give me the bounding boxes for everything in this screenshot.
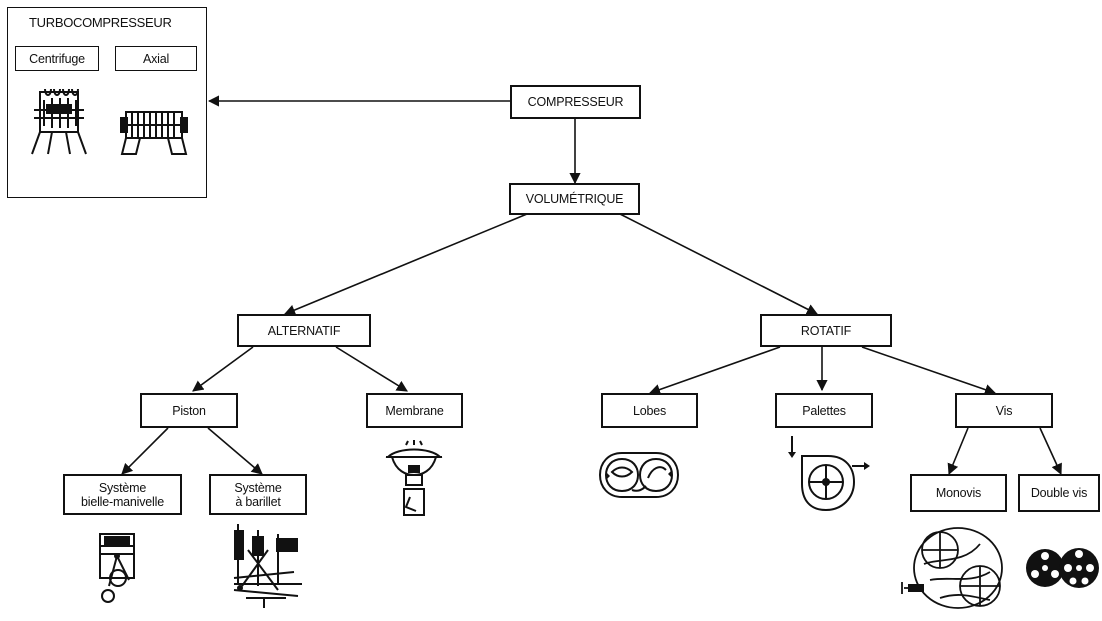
volumetrique-box: VOLUMÉTRIQUE	[509, 183, 640, 215]
axial-compressor-icon	[120, 111, 188, 155]
membrane-box: Membrane	[366, 393, 463, 428]
palettes-box: Palettes	[775, 393, 873, 428]
barillet-label-line1: Système	[234, 480, 282, 495]
turbocompresseur-panel	[7, 7, 207, 198]
alternatif-box: ALTERNATIF	[237, 314, 371, 347]
edge-vis-doublevis	[1039, 427, 1062, 476]
rotatif-box: ROTATIF	[760, 314, 892, 347]
edge-volumetrique-alternatif	[283, 213, 528, 316]
single-screw-icon	[901, 527, 1003, 609]
bielle-manivelle-box: Système bielle-manivelle	[63, 474, 182, 515]
barillet-label-line2: à barillet	[235, 494, 281, 509]
turbocompresseur-title: TURBOCOMPRESSEUR	[29, 15, 172, 30]
monovis-box: Monovis	[910, 474, 1007, 512]
edge-piston-barillet	[207, 427, 263, 475]
vane-rotor-icon	[788, 436, 870, 512]
edge-volumetrique-rotatif	[619, 213, 818, 315]
edge-rotatif-vis	[861, 346, 997, 395]
bielle-label-line2: bielle-manivelle	[81, 494, 164, 509]
piston-box: Piston	[140, 393, 238, 428]
edge-vis-monovis	[947, 427, 969, 476]
edge-rotatif-lobes	[648, 346, 781, 395]
barillet-box: Système à barillet	[209, 474, 307, 515]
swashplate-icon	[233, 524, 302, 608]
lobe-rotor-icon	[598, 452, 680, 498]
lobes-box: Lobes	[601, 393, 698, 428]
centrifuge-box: Centrifuge	[15, 46, 99, 71]
edge-alternatif-membrane	[335, 346, 408, 392]
compresseur-box: COMPRESSEUR	[510, 85, 641, 119]
bielle-label-line1: Système	[98, 480, 147, 495]
edge-alternatif-piston	[192, 346, 254, 392]
axial-box: Axial	[115, 46, 197, 71]
edge-piston-bielle	[121, 427, 169, 475]
double-vis-box: Double vis	[1018, 474, 1100, 512]
centrifugal-compressor-icon	[31, 88, 87, 155]
twin-screw-icon	[1026, 548, 1099, 588]
diaphragm-icon	[385, 440, 443, 516]
crank-piston-icon	[99, 533, 135, 603]
vis-box: Vis	[955, 393, 1053, 428]
